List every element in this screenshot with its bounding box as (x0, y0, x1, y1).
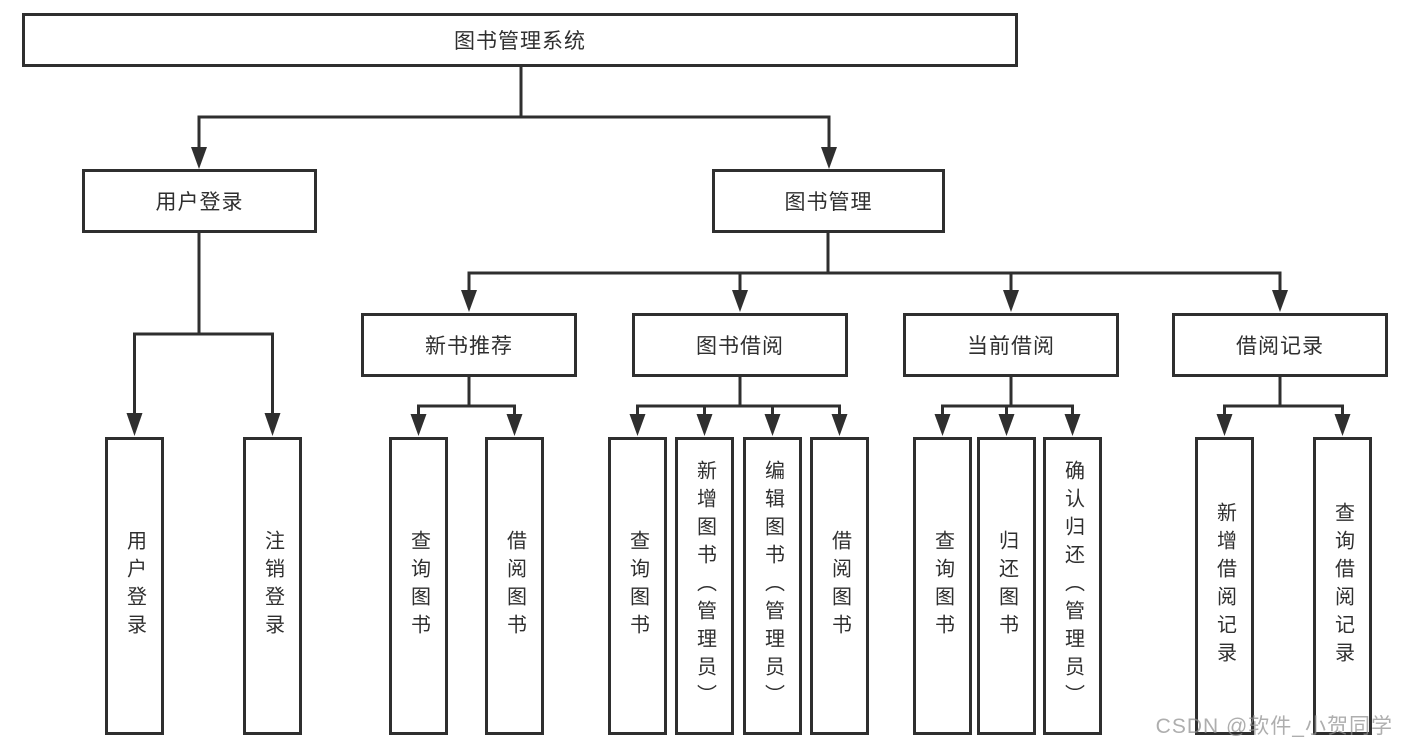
leaf-user-login: 用户登录 (105, 437, 164, 735)
leaf-edit-books-admin: 编辑图书（管理员） (743, 437, 802, 735)
connector-borrow-records-to-leaves (1216, 377, 1351, 436)
connector-user-login-to-leaves (126, 233, 281, 436)
node-user-login-label: 用户登录 (155, 191, 244, 214)
leaf-query-books-current: 查询图书 (913, 437, 972, 735)
node-new-books: 新书推荐 (361, 313, 577, 377)
leaf-query-borrow-record-label: 查询借阅记录 (1331, 502, 1354, 670)
leaf-query-books-new-label: 查询图书 (407, 530, 430, 642)
node-borrow-records-label: 借阅记录 (1236, 335, 1324, 358)
leaf-confirm-return-admin: 确认归还（管理员） (1043, 437, 1102, 735)
leaf-borrow-books: 借阅图书 (810, 437, 869, 735)
node-book-management-label: 图书管理 (784, 191, 873, 214)
node-new-books-label: 新书推荐 (425, 335, 513, 358)
leaf-borrow-books-new: 借阅图书 (485, 437, 544, 735)
connector-root-to-level2 (191, 67, 837, 169)
leaf-return-books: 归还图书 (977, 437, 1036, 735)
leaf-add-borrow-record: 新增借阅记录 (1195, 437, 1254, 735)
leaf-return-books-label: 归还图书 (995, 530, 1018, 642)
node-current-borrow: 当前借阅 (903, 313, 1119, 377)
connector-book-management-to-level3 (461, 233, 1288, 312)
leaf-query-books-borrow: 查询图书 (608, 437, 667, 735)
leaf-user-login-label: 用户登录 (123, 530, 146, 642)
connector-book-borrow-to-leaves (629, 377, 848, 436)
node-root-label: 图书管理系统 (454, 30, 586, 53)
leaf-query-books-new: 查询图书 (389, 437, 448, 735)
node-user-login: 用户登录 (82, 169, 317, 233)
node-book-management: 图书管理 (712, 169, 945, 233)
leaf-confirm-return-admin-label: 确认归还（管理员） (1061, 460, 1084, 712)
leaf-logout: 注销登录 (243, 437, 302, 735)
node-borrow-records: 借阅记录 (1172, 313, 1388, 377)
connector-new-books-to-leaves (410, 377, 523, 436)
node-book-borrow: 图书借阅 (632, 313, 848, 377)
leaf-add-books-admin: 新增图书（管理员） (675, 437, 734, 735)
node-current-borrow-label: 当前借阅 (967, 335, 1055, 358)
node-root: 图书管理系统 (22, 13, 1018, 67)
leaf-edit-books-admin-label: 编辑图书（管理员） (761, 460, 784, 712)
leaf-query-books-borrow-label: 查询图书 (626, 530, 649, 642)
node-book-borrow-label: 图书借阅 (696, 335, 784, 358)
leaf-add-borrow-record-label: 新增借阅记录 (1213, 502, 1236, 670)
leaf-query-books-current-label: 查询图书 (931, 530, 954, 642)
connector-current-borrow-to-leaves (934, 377, 1081, 436)
leaf-logout-label: 注销登录 (261, 530, 284, 642)
leaf-borrow-books-new-label: 借阅图书 (503, 530, 526, 642)
leaf-query-borrow-record: 查询借阅记录 (1313, 437, 1372, 735)
leaf-add-books-admin-label: 新增图书（管理员） (693, 460, 716, 712)
leaf-borrow-books-label: 借阅图书 (828, 530, 851, 642)
